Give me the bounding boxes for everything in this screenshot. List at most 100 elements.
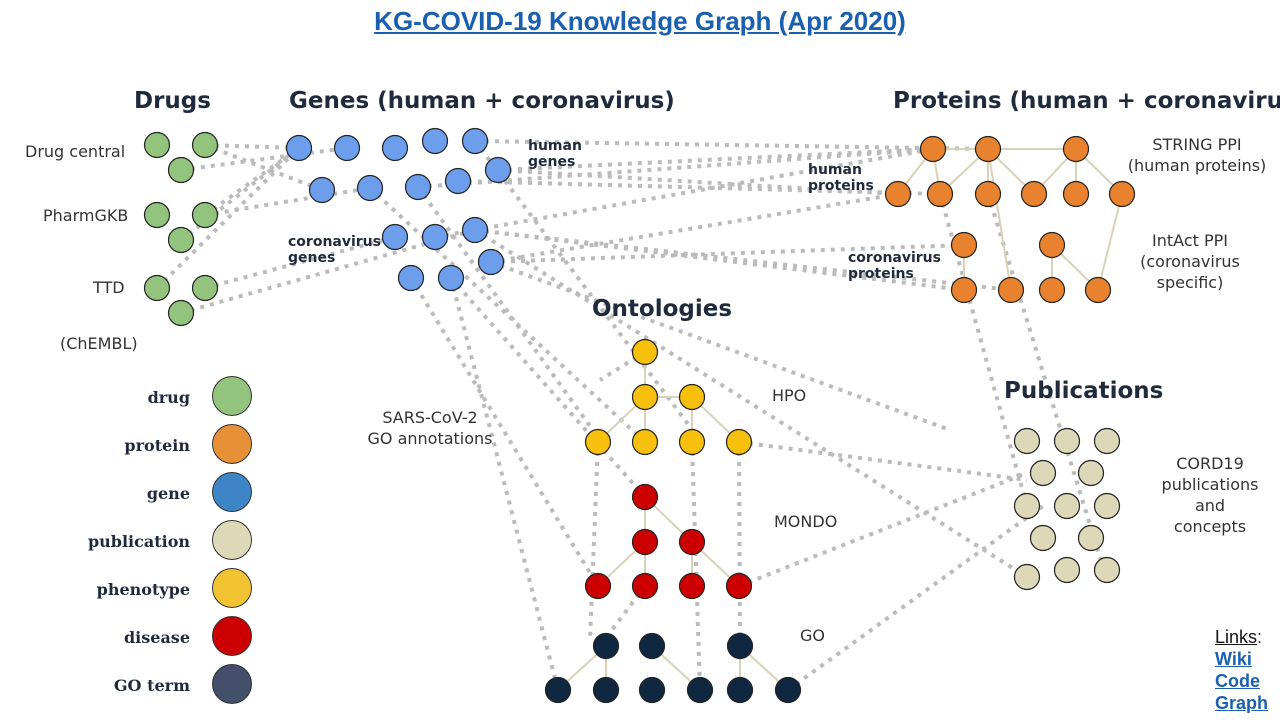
- publication-node: [1077, 524, 1105, 552]
- phenotype-node: [631, 338, 659, 366]
- legend-item: publication: [70, 520, 255, 564]
- cross-link-edge: [738, 471, 1028, 588]
- coronavirus-protein-node: [950, 276, 978, 304]
- go-term-node: [592, 632, 620, 660]
- coronavirus-gene-node: [461, 216, 489, 244]
- publication-node: [1077, 459, 1105, 487]
- human-gene-node: [444, 167, 472, 195]
- coronavirus-gene-node: [477, 248, 505, 276]
- drug-node: [143, 201, 171, 229]
- disease-node: [678, 528, 706, 556]
- publication-node: [1013, 563, 1041, 591]
- wiki-link[interactable]: Wiki: [1215, 649, 1252, 669]
- publication-node: [1053, 556, 1081, 584]
- source-pharmgkb: PharmGKB: [43, 206, 129, 225]
- ontologies-header: Ontologies: [592, 296, 733, 322]
- human-protein-node: [919, 135, 947, 163]
- legend-item: disease: [70, 616, 255, 660]
- cross-link-edge: [368, 186, 647, 444]
- human-gene-node: [421, 127, 449, 155]
- coronavirus-gene-node: [381, 223, 409, 251]
- cross-link-edge: [986, 193, 1109, 581]
- human-gene-node: [356, 174, 384, 202]
- legend-item: protein: [70, 424, 255, 468]
- publication-node: [1013, 492, 1041, 520]
- go-term-node: [592, 676, 620, 704]
- publication-node: [1013, 427, 1041, 455]
- human-gene-node: [308, 176, 336, 204]
- drug-node: [191, 274, 219, 302]
- cord19-note: CORD19 publications and concepts: [1161, 454, 1259, 536]
- graph-link[interactable]: Graph: [1215, 693, 1269, 713]
- human-gene-node: [461, 127, 489, 155]
- coronavirus-genes-label: coronavirus genes: [288, 234, 381, 266]
- phenotype-node: [584, 428, 612, 456]
- cross-link-edge: [155, 146, 301, 290]
- cross-link-edge: [473, 139, 702, 442]
- legend-swatch: [212, 616, 252, 656]
- phenotype-node: [678, 383, 706, 411]
- legend-label: protein: [124, 436, 190, 455]
- legend-label: drug: [147, 388, 190, 407]
- cross-link-edge: [690, 441, 702, 691]
- human-protein-node: [1108, 180, 1136, 208]
- human-protein-node: [974, 180, 1002, 208]
- legend-item: phenotype: [70, 568, 255, 612]
- cross-link-edge: [449, 276, 647, 499]
- tree-edge: [987, 148, 1012, 291]
- publication-node: [1053, 427, 1081, 455]
- cross-link-edge: [738, 440, 1028, 482]
- coronavirus-protein-node: [1038, 276, 1066, 304]
- cross-link-edge: [180, 146, 348, 172]
- drug-node: [167, 226, 195, 254]
- legend-label: disease: [123, 628, 190, 647]
- cross-link-edge: [473, 228, 1029, 579]
- coronavirus-gene-node: [421, 223, 449, 251]
- cross-link-edge: [490, 260, 951, 432]
- human-protein-node: [1062, 135, 1090, 163]
- cross-link-edge: [409, 276, 600, 588]
- go-term-node: [544, 676, 572, 704]
- cross-link-edge: [457, 179, 941, 196]
- source-chembl: (ChEMBL): [60, 334, 138, 353]
- legend-label: GO term: [113, 676, 190, 695]
- go-term-node: [726, 676, 754, 704]
- cross-link-edge: [204, 186, 371, 217]
- go-term-node: [726, 632, 754, 660]
- coronavirus-gene-node: [437, 264, 465, 292]
- drug-node: [143, 131, 171, 159]
- coronavirus-protein-node: [1038, 231, 1066, 259]
- cross-link-edge: [204, 235, 396, 290]
- publication-node: [1029, 459, 1057, 487]
- legend-swatch: [212, 664, 252, 704]
- go-term-node: [774, 676, 802, 704]
- publication-node: [1029, 524, 1057, 552]
- legend-swatch: [212, 568, 252, 608]
- disease-node: [584, 572, 612, 600]
- hpo-label: HPO: [772, 386, 807, 405]
- human-gene-node: [484, 156, 512, 184]
- legend-swatch: [212, 472, 252, 512]
- human-gene-node: [404, 173, 432, 201]
- phenotype-node: [631, 428, 659, 456]
- publication-node: [1053, 492, 1081, 520]
- code-link[interactable]: Code: [1215, 671, 1260, 691]
- cross-link-edge: [204, 143, 323, 192]
- legend-label: gene: [146, 484, 190, 503]
- cross-link-edge: [434, 147, 934, 239]
- coronavirus-proteins-label: coronavirus proteins: [848, 250, 941, 282]
- cross-link-edge: [737, 441, 742, 647]
- disease-node: [725, 572, 753, 600]
- cross-link-edge: [490, 192, 899, 264]
- cross-link-edge: [180, 228, 476, 315]
- human-protein-node: [1020, 180, 1048, 208]
- sars-cov-2-go-annotations-note: SARS-CoV-2 GO annotations: [367, 408, 493, 448]
- coronavirus-protein-node: [1084, 276, 1112, 304]
- coronavirus-protein-node: [950, 231, 978, 259]
- coronavirus-protein-node: [997, 276, 1025, 304]
- source-drug-central: Drug central: [25, 142, 126, 161]
- legend-swatch: [212, 424, 252, 464]
- cross-link-edge: [786, 504, 1045, 692]
- human-genes-label: human genes: [528, 138, 582, 170]
